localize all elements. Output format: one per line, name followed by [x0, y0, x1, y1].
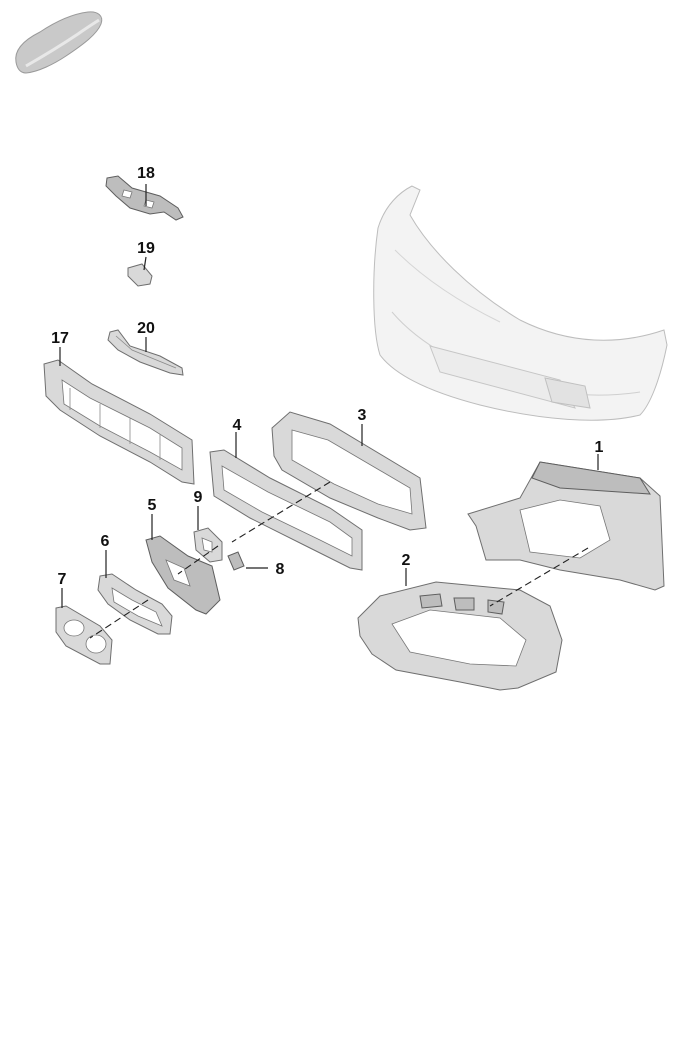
part-label-18: 18: [137, 165, 155, 182]
part-label-7: 7: [58, 571, 67, 588]
part-label-5: 5: [148, 497, 157, 514]
part-label-17: 17: [51, 330, 69, 347]
part-17-grille-frame: [43, 359, 195, 485]
part-1-large-air-duct: [467, 461, 665, 591]
part-label-6: 6: [101, 533, 110, 550]
part-20-trim-strip: [107, 329, 184, 376]
part-19-clip: [127, 263, 153, 287]
part-label-9: 9: [194, 489, 203, 506]
part-label-3: 3: [358, 407, 367, 424]
assembly-line-1-2: [489, 547, 589, 607]
part-9-small-bracket: [193, 527, 223, 563]
part-8-plate: [227, 551, 245, 571]
part-7-fog-light-cover: [55, 605, 113, 665]
part-5-mounting-bracket: [145, 535, 221, 615]
part-2-carrier-frame: [357, 581, 563, 691]
assembly-line-3-4: [231, 481, 331, 543]
part-label-19: 19: [137, 240, 155, 257]
part-18-upper-bracket: [105, 175, 184, 221]
part-label-4: 4: [233, 417, 242, 434]
assembly-line-9-5: [177, 545, 219, 575]
leader-line-19: [143, 256, 147, 271]
part-3-air-duct-frame: [271, 411, 427, 531]
part-label-8: 8: [276, 561, 285, 578]
car-silhouette-icon: [15, 11, 103, 74]
part-4-lower-grille-frame: [209, 449, 363, 571]
part-label-1: 1: [595, 439, 604, 456]
front-bumper-context: [373, 185, 668, 421]
part-label-20: 20: [137, 320, 155, 337]
assembly-line-6-5: [89, 599, 149, 639]
part-label-2: 2: [402, 552, 411, 569]
